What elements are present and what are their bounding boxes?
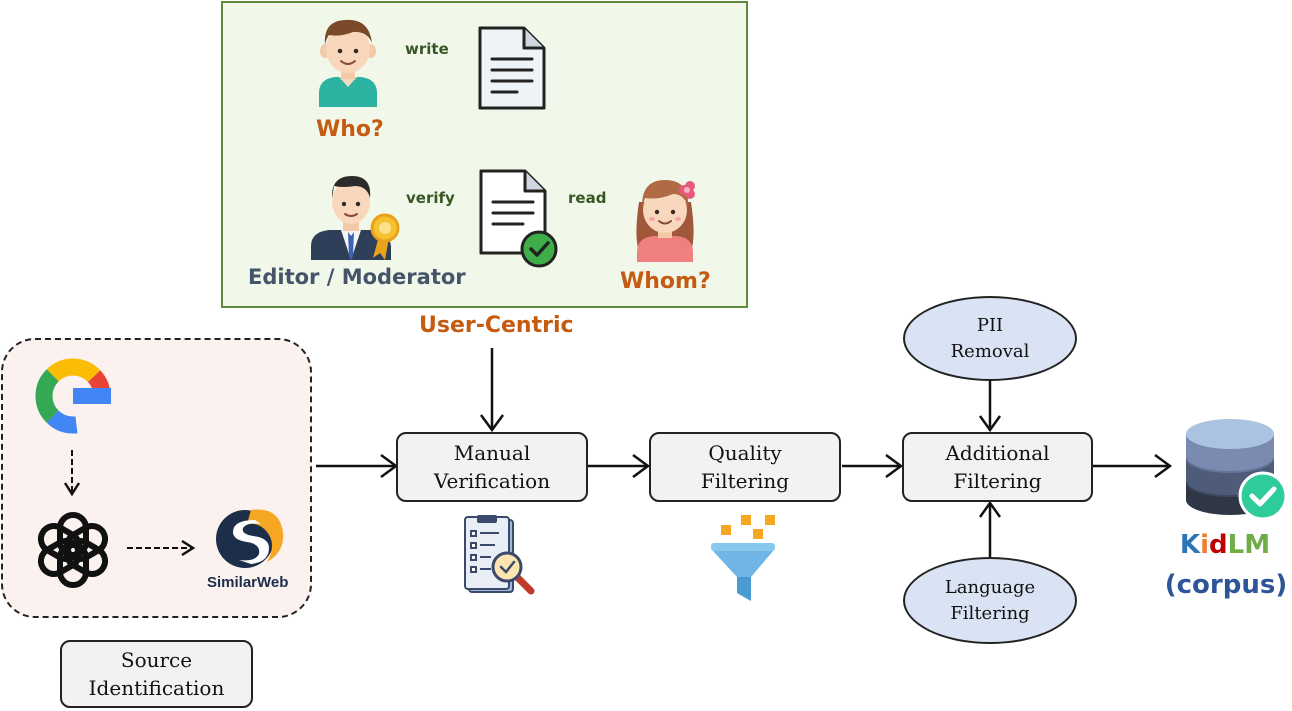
- verify-label: verify: [406, 189, 455, 207]
- database-icon: [1186, 419, 1288, 521]
- writer-person-icon: [319, 19, 377, 107]
- pii-removal-line2: Removal: [950, 340, 1030, 362]
- source-identification-line2: Identification: [88, 676, 225, 700]
- kidlm-letter-l: L: [1227, 530, 1245, 560]
- additional-filtering-line2: Filtering: [953, 469, 1042, 493]
- quality-filtering-box: Quality Filtering: [649, 432, 841, 502]
- language-filtering-line2: Filtering: [950, 602, 1030, 624]
- kidlm-letter-d: d: [1209, 530, 1228, 560]
- verification-clipboard-icon: [464, 515, 535, 595]
- kidlm-letter-i: i: [1200, 530, 1209, 560]
- similarweb-label: SimilarWeb: [207, 574, 289, 591]
- write-label: write: [405, 40, 449, 58]
- user-centric-title: User-Centric: [419, 313, 574, 338]
- similarweb-icon: [216, 509, 284, 568]
- filter-funnel-icon: [711, 515, 775, 601]
- who-label: Who?: [316, 117, 384, 142]
- openai-to-similarweb-arrow: [127, 539, 196, 557]
- source-identification-line1: Source: [120, 648, 193, 672]
- language-filtering-ellipse: Language Filtering: [903, 557, 1077, 644]
- whom-label: Whom?: [620, 269, 711, 294]
- kidlm-letter-m: M: [1244, 530, 1271, 560]
- verified-document-icon: [479, 169, 558, 268]
- kidlm-title: KidLM: [1160, 530, 1290, 560]
- manual-verification-line1: Manual: [453, 441, 531, 465]
- pii-removal-line1: PII: [976, 314, 1004, 336]
- quality-filtering-line2: Filtering: [700, 469, 790, 493]
- google-to-openai-arrow: [63, 450, 81, 496]
- kidlm-letter-k: K: [1179, 530, 1201, 560]
- document-icon: [478, 26, 546, 110]
- openai-icon: [37, 512, 109, 588]
- manual-verification-line2: Verification: [433, 469, 551, 493]
- pii-removal-ellipse: PII Removal: [903, 296, 1077, 381]
- reader-child-icon: [636, 180, 695, 262]
- additional-filtering-box: Additional Filtering: [902, 432, 1093, 502]
- manual-verification-box: Manual Verification: [396, 432, 588, 502]
- google-icon: [35, 358, 111, 434]
- quality-filtering-line1: Quality: [708, 441, 782, 465]
- editor-person-icon: [311, 176, 400, 260]
- language-filtering-line1: Language: [944, 576, 1036, 598]
- read-label: read: [568, 189, 607, 207]
- editor-moderator-label: Editor / Moderator: [248, 265, 466, 289]
- corpus-label: (corpus): [1164, 570, 1288, 600]
- additional-filtering-line1: Additional: [945, 441, 1050, 465]
- source-identification-box: Source Identification: [60, 640, 253, 708]
